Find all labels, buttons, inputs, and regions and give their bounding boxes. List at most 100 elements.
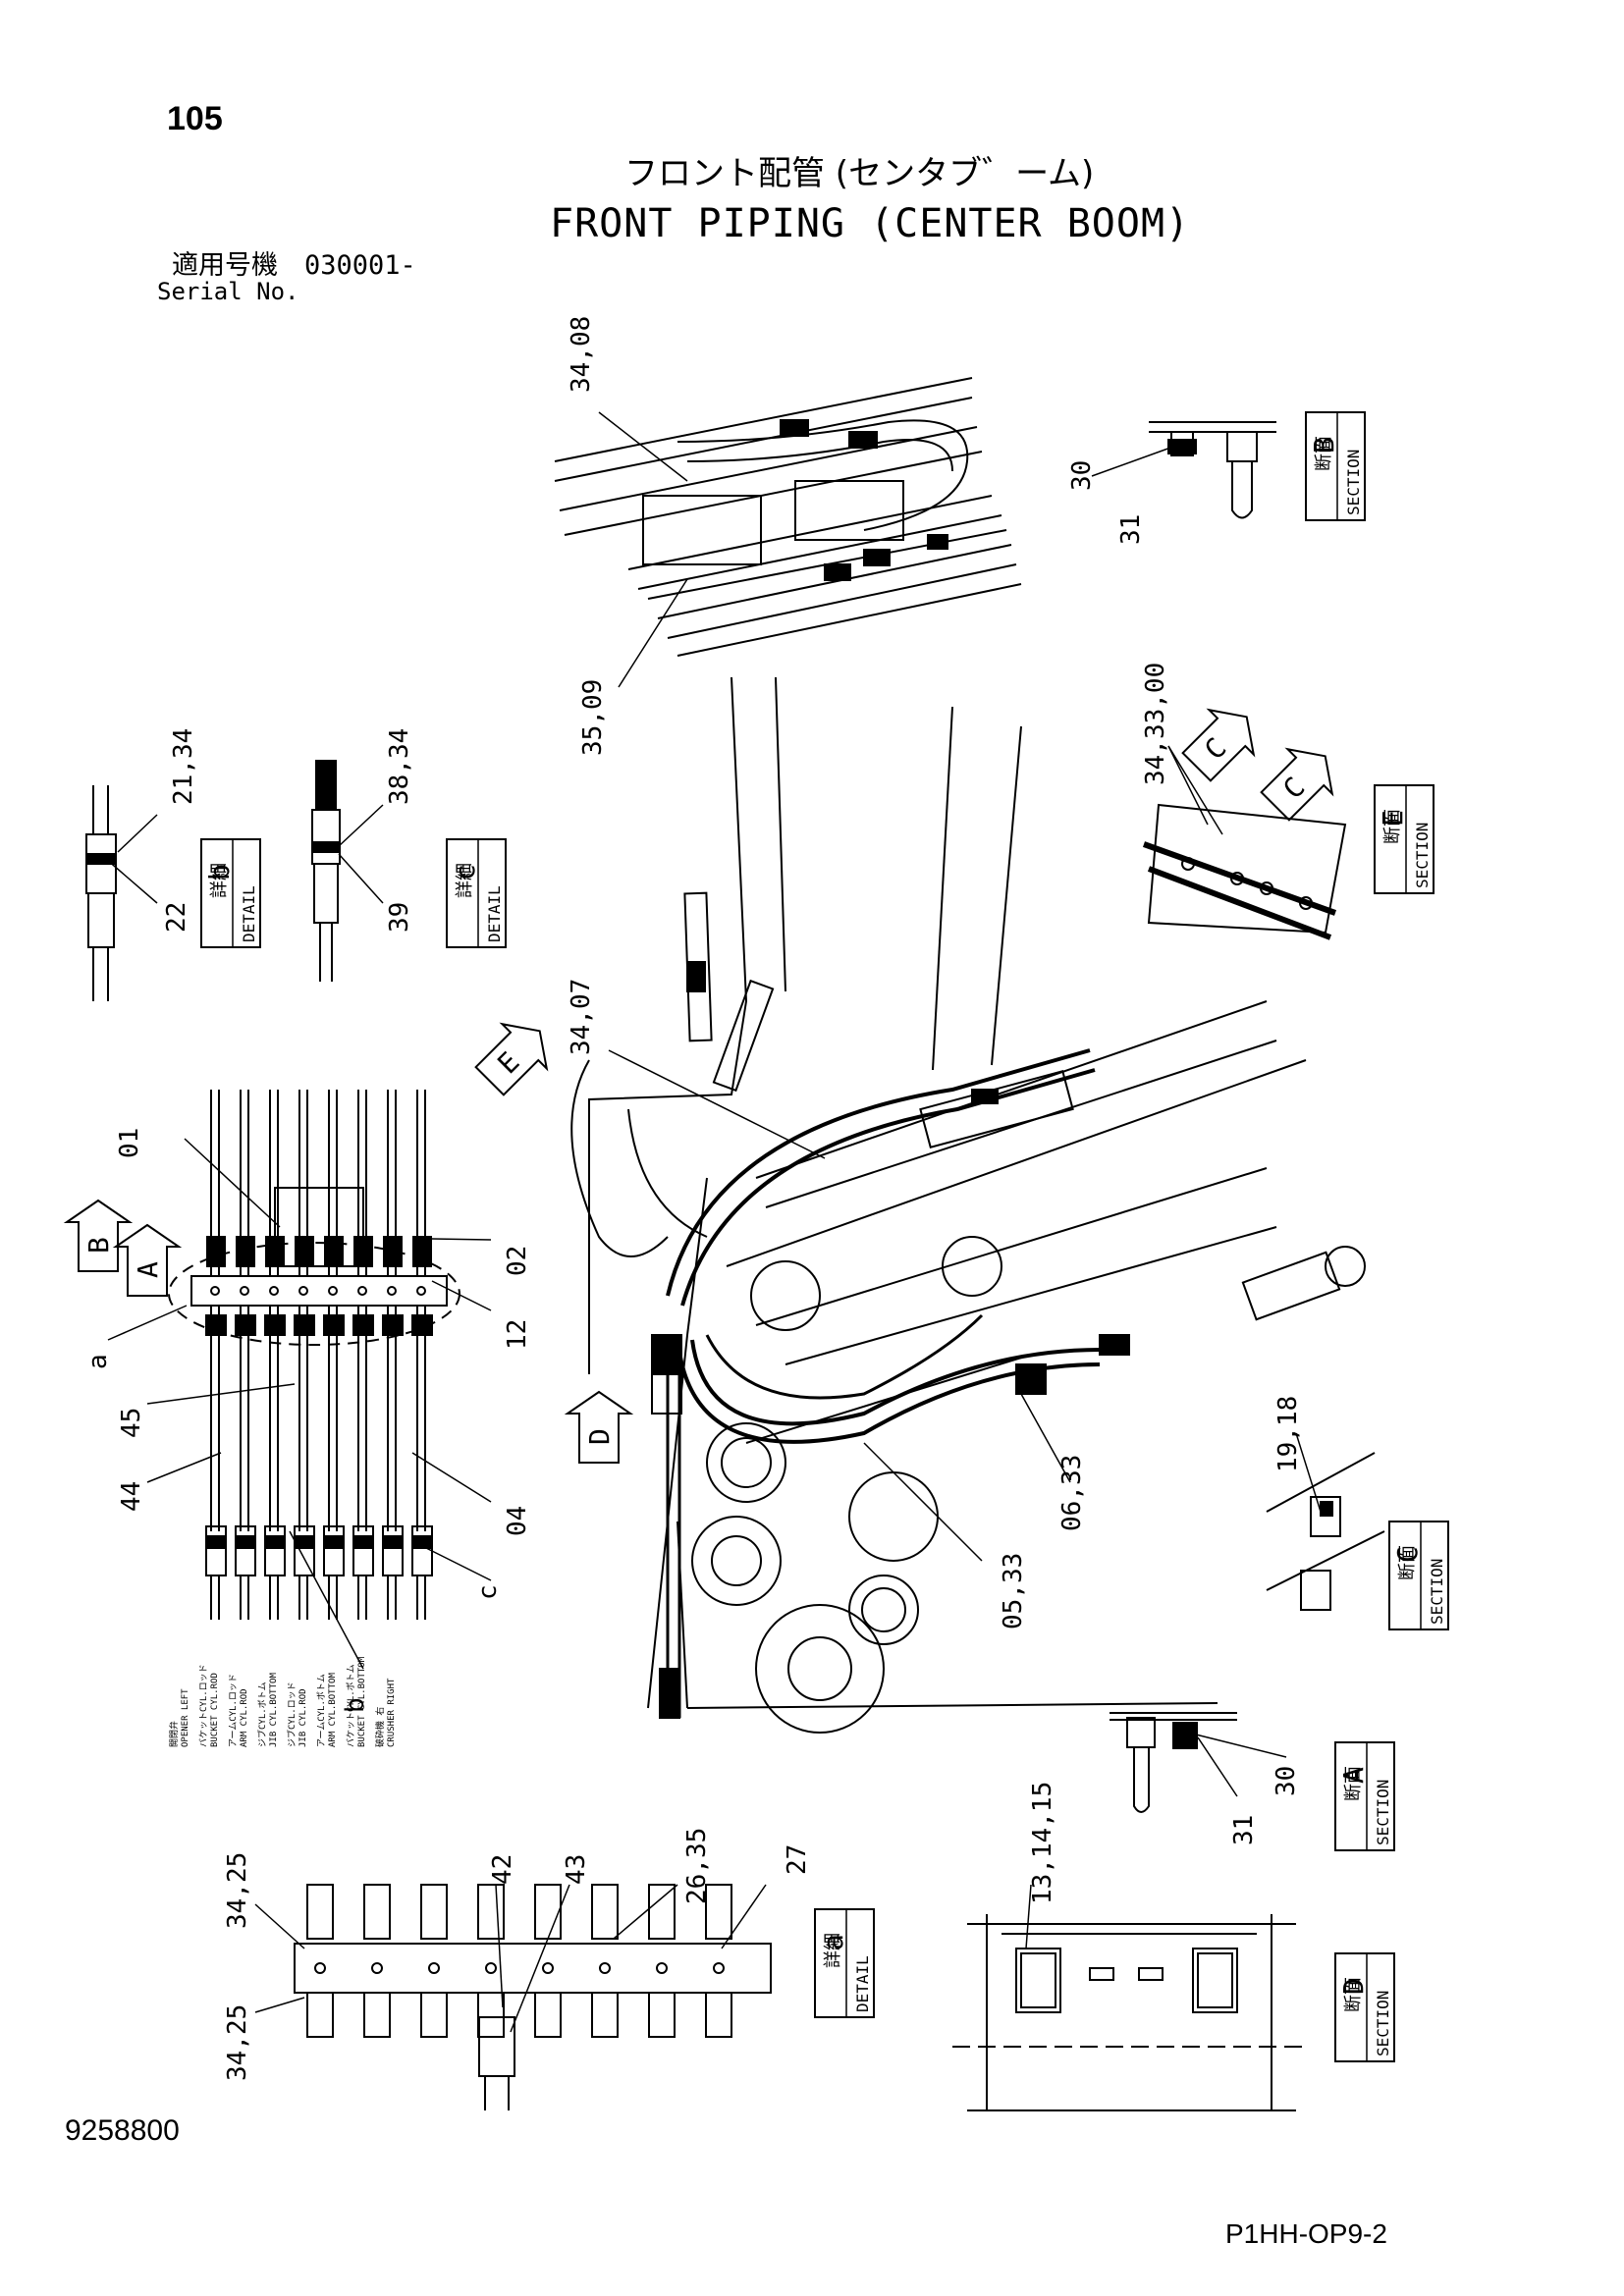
- callout-13-14-15: 13,14,15: [1028, 1782, 1057, 1904]
- top-hose-view: [554, 377, 1022, 657]
- callout-a: a: [83, 1354, 113, 1369]
- callout-38-34: 38,34: [385, 728, 414, 805]
- svg-text:C: C: [1198, 731, 1232, 766]
- svg-text:A: A: [1337, 1767, 1370, 1784]
- svg-text:E: E: [491, 1045, 525, 1080]
- line-label-jp: アームCYL.ロッド: [228, 1674, 239, 1747]
- svg-text:断面: 断面: [1382, 809, 1403, 844]
- arrow-c1-marker: C: [1181, 708, 1256, 782]
- arrow-c2-marker: C: [1260, 747, 1334, 822]
- svg-text:a: a: [817, 1934, 849, 1950]
- svg-text:B: B: [1308, 437, 1340, 454]
- svg-text:b: b: [203, 864, 236, 881]
- svg-text:D: D: [583, 1428, 616, 1445]
- callout-27: 27: [783, 1844, 812, 1875]
- callout-b: b: [341, 1697, 370, 1713]
- line-label-en: JIB CYL.ROD: [298, 1688, 308, 1747]
- line-label-jp: 破砕機 右: [374, 1707, 386, 1747]
- svg-text:SECTION: SECTION: [1344, 450, 1363, 515]
- line-label-jp: バケットCYL.ロッド: [198, 1664, 209, 1747]
- detail-b-view: [85, 785, 117, 1001]
- svg-text:D: D: [1337, 1978, 1370, 1995]
- page-number: 105: [167, 100, 223, 137]
- callout-19-18: 19,18: [1273, 1396, 1303, 1472]
- line-label-en: ARM CYL.ROD: [240, 1688, 249, 1747]
- callout-35-09: 35,09: [578, 679, 608, 756]
- section-a-view: [1110, 1712, 1237, 1813]
- svg-text:c: c: [449, 864, 481, 881]
- svg-text:断面: 断面: [1343, 1977, 1364, 2012]
- callout-34-25-top: 34,25: [223, 1852, 252, 1929]
- callout-34-33-00: 34,33,00: [1141, 663, 1170, 785]
- callout-c: c: [473, 1584, 503, 1600]
- callout-12: 12: [503, 1319, 532, 1350]
- callout-42: 42: [488, 1854, 517, 1885]
- svg-text:SECTION: SECTION: [1374, 1991, 1392, 2056]
- line-label-jp: ジブCYL.ロッド: [286, 1682, 298, 1747]
- svg-text:C: C: [1276, 771, 1311, 805]
- page-code: P1HH-OP9-2: [1225, 2218, 1387, 2249]
- title-japanese: フロント配管 (センタブ゛ーム): [624, 154, 1095, 193]
- svg-text:DETAIL: DETAIL: [240, 885, 258, 942]
- svg-text:E: E: [1377, 810, 1409, 827]
- arrow-b-marker: B: [63, 1199, 134, 1272]
- svg-text:断面: 断面: [1397, 1545, 1418, 1580]
- main-boom-view: [570, 676, 1366, 1734]
- svg-text:SECTION: SECTION: [1428, 1559, 1446, 1625]
- line-label-en: OPENER LEFT: [181, 1688, 190, 1747]
- leader-lines: [105, 411, 1322, 2033]
- callout-05-33: 05,33: [999, 1553, 1028, 1629]
- callout-02: 02: [503, 1246, 532, 1276]
- svg-text:A: A: [132, 1261, 164, 1278]
- callout-06-33: 06,33: [1057, 1455, 1087, 1531]
- detail-a-view: [294, 1884, 772, 2110]
- callout-31-section-b: 31: [1116, 514, 1146, 545]
- callout-43: 43: [562, 1854, 591, 1885]
- callout-45: 45: [117, 1408, 146, 1438]
- callout-21-34: 21,34: [169, 728, 198, 805]
- serial-number-value: 030001-: [304, 250, 416, 281]
- callout-30-section-a: 30: [1272, 1766, 1301, 1796]
- line-label-en: JIB CYL.BOTTOM: [269, 1673, 279, 1747]
- line-label-jp: ジブCYL.ボトム: [256, 1682, 268, 1747]
- serial-label-english: Serial No.: [157, 278, 299, 305]
- callout-34-08: 34,08: [567, 316, 596, 393]
- svg-text:SECTION: SECTION: [1374, 1780, 1392, 1845]
- document-number: 9258800: [65, 2114, 180, 2147]
- svg-text:B: B: [82, 1237, 115, 1254]
- line-label-en: BUCKET CYL.BOTTOM: [357, 1656, 367, 1747]
- callout-22: 22: [162, 902, 191, 933]
- callout-44: 44: [117, 1481, 146, 1512]
- callout-39: 39: [385, 902, 414, 933]
- svg-text:SECTION: SECTION: [1413, 823, 1432, 888]
- arrow-a-marker: A: [112, 1223, 183, 1297]
- svg-text:詳細: 詳細: [455, 863, 475, 898]
- svg-text:C: C: [1391, 1546, 1424, 1563]
- callout-31-section-a: 31: [1229, 1815, 1259, 1845]
- svg-text:断面: 断面: [1343, 1766, 1364, 1801]
- callout-30-section-b: 30: [1067, 460, 1097, 491]
- svg-text:断面: 断面: [1314, 436, 1334, 471]
- svg-text:DETAIL: DETAIL: [853, 1955, 872, 2012]
- svg-text:詳細: 詳細: [209, 863, 230, 898]
- section-e-view: [1142, 803, 1347, 940]
- callout-01: 01: [115, 1128, 144, 1158]
- svg-text:詳細: 詳細: [823, 1933, 843, 1968]
- line-label-jp: バケットCYL.ボトム: [346, 1664, 356, 1747]
- serial-label-japanese: 適用号機: [172, 250, 278, 281]
- callout-04: 04: [503, 1506, 532, 1536]
- arrow-d-marker: D: [564, 1390, 634, 1464]
- section-d-view: [952, 1914, 1306, 2111]
- line-label-en: CRUSHER RIGHT: [387, 1678, 397, 1747]
- line-label-en: BUCKET CYL.ROD: [210, 1673, 220, 1747]
- section-b-view: [1149, 421, 1276, 519]
- line-label-jp: 開閉弁: [168, 1721, 180, 1747]
